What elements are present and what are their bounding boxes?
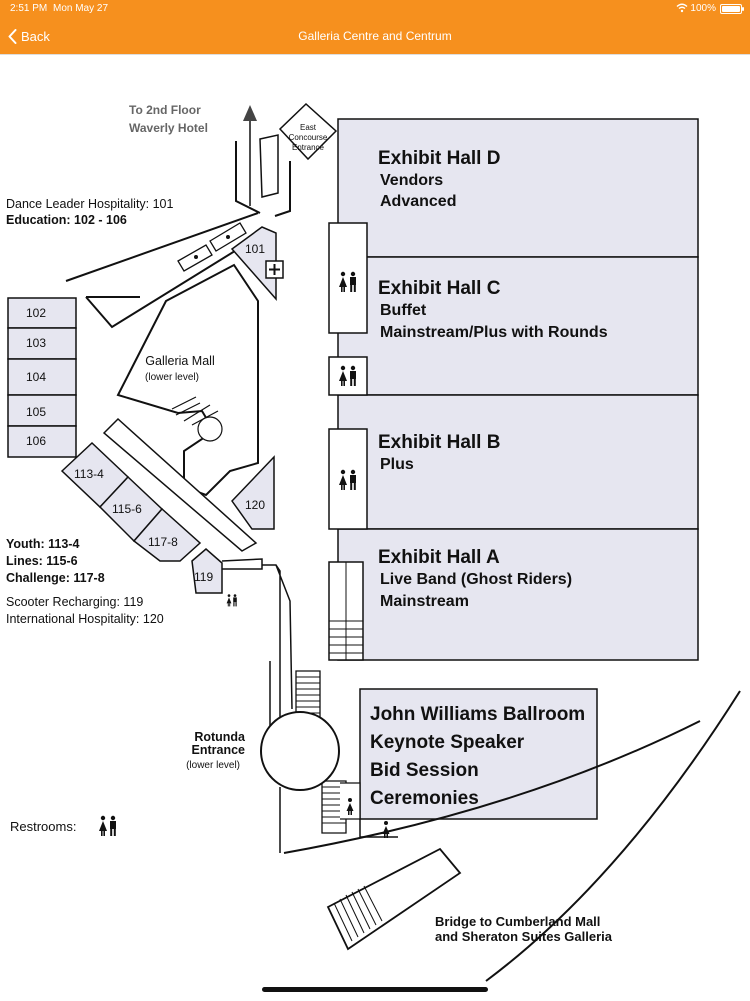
exhibit-hall-a[interactable] [337,528,699,661]
arrow-up-icon [243,105,257,206]
room-117-8-label: 117-8 [148,535,178,549]
restroom-icon [226,594,237,607]
room-117-8[interactable] [132,507,202,562]
bridge-walkway[interactable] [326,847,462,951]
ballroom-title: John Williams Ballroom [370,704,585,725]
hall-b-title: Exhibit Hall B [378,432,500,453]
room-105[interactable] [7,394,77,427]
ballroom-line-3: Ceremonies [370,788,479,809]
rotunda-sublabel: (lower level) [186,760,240,771]
room-106[interactable] [7,425,77,458]
legend-youth: Youth: 113-4 [6,537,79,551]
legend-hospitality: Dance Leader Hospitality: 101 [6,197,174,211]
bridge-label-1: Bridge to Cumberland Mall [435,914,600,929]
status-date: Mon May 27 [53,3,109,14]
rooms-113-118: 113-4 115-6 117-8 [60,441,202,562]
hall-a-line-2: Mainstream [380,593,469,610]
legend-scooter: Scooter Recharging: 119 [6,595,143,609]
room-119-label: 119 [194,570,213,584]
back-button[interactable]: Back [8,18,50,54]
room-103-label: 103 [26,336,46,350]
room-104[interactable] [7,358,77,396]
legend-education: Education: 102 - 106 [6,213,127,227]
room-113-4-label: 113-4 [74,467,104,481]
back-label: Back [21,28,50,44]
john-williams-ballroom[interactable] [359,688,598,820]
restrooms-legend-label: Restrooms: [10,819,76,834]
room-104-label: 104 [26,370,46,384]
east-entrance-label-3: Entrance [292,143,325,152]
restroom-block-3[interactable] [328,428,368,530]
exhibit-halls: Exhibit Hall D Vendors Advanced Exhibit … [337,118,699,661]
restroom-icon [99,815,116,836]
room-115-6-label: 115-6 [112,502,142,516]
ballroom-line-2: Bid Session [370,760,479,781]
galleria-mall-area[interactable] [116,263,259,497]
restroom-icon [382,821,390,838]
rotunda[interactable] [260,711,340,791]
hall-c-title: Exhibit Hall C [378,278,501,299]
hall-c-line-1: Buffet [380,302,427,319]
floor-map[interactable]: To 2nd Floor Waverly Hotel East Concours… [0,55,750,1001]
hall-b-line-1: Plus [380,456,414,473]
galleria-mall-label: Galleria Mall [145,354,214,368]
hall-d-line-1: Vendors [380,172,443,189]
status-time: 2:51 PM [10,3,48,14]
rotunda-label: Rotunda [194,730,246,744]
hall-a-title: Exhibit Hall A [378,547,500,568]
room-103[interactable] [7,327,77,360]
room-106-label: 106 [26,434,46,448]
legend-lines: Lines: 115-6 [6,554,78,568]
room-120-label: 120 [245,498,265,512]
battery-icon [720,4,744,14]
waverly-hotel-label: Waverly Hotel [129,121,208,135]
wifi-icon [676,3,688,13]
restroom-block-2[interactable] [328,356,368,396]
ballroom-line-1: Keynote Speaker [370,732,525,753]
rooms-102-106: 102 103 104 105 106 [7,297,77,458]
bridge-label-2: and Sheraton Suites Galleria [435,929,613,944]
room-101-label: 101 [245,242,265,256]
room-102-label: 102 [26,306,46,320]
hall-d-line-2: Advanced [380,193,456,210]
exhibit-hall-c[interactable] [337,256,699,396]
exhibit-hall-b[interactable] [337,394,699,530]
east-entrance-marker [278,102,338,161]
room-120[interactable] [231,455,275,530]
chevron-left-icon [8,28,17,44]
exhibit-hall-d[interactable] [337,118,699,258]
rotunda-entrance-label: Entrance [192,743,246,757]
legend-challenge: Challenge: 117-8 [6,571,105,585]
battery-percent: 100% [690,3,716,14]
to-second-floor-label: To 2nd Floor [129,103,201,117]
home-indicator[interactable] [262,987,488,992]
restroom-block-1[interactable] [328,222,368,334]
navigation-bar: Back Galleria Centre and Centrum [0,18,750,54]
east-entrance-label-2: Concourse [289,133,328,142]
room-101[interactable] [230,226,277,301]
room-105-label: 105 [26,405,46,419]
status-bar: 2:51 PM Mon May 27 100% [0,0,750,18]
page-title: Galleria Centre and Centrum [298,29,452,43]
elevator-icon [177,222,247,272]
room-102[interactable] [7,297,77,329]
hall-d-title: Exhibit Hall D [378,148,500,169]
galleria-mall-sublabel: (lower level) [145,372,199,383]
map-view[interactable]: To 2nd Floor Waverly Hotel East Concours… [0,54,750,1001]
hall-c-line-2: Mainstream/Plus with Rounds [380,324,608,341]
room-119[interactable] [191,548,223,594]
hall-a-line-1: Live Band (Ghost Riders) [380,571,572,588]
legend-international: International Hospitality: 120 [6,612,164,626]
east-entrance-label-1: East [300,123,317,132]
